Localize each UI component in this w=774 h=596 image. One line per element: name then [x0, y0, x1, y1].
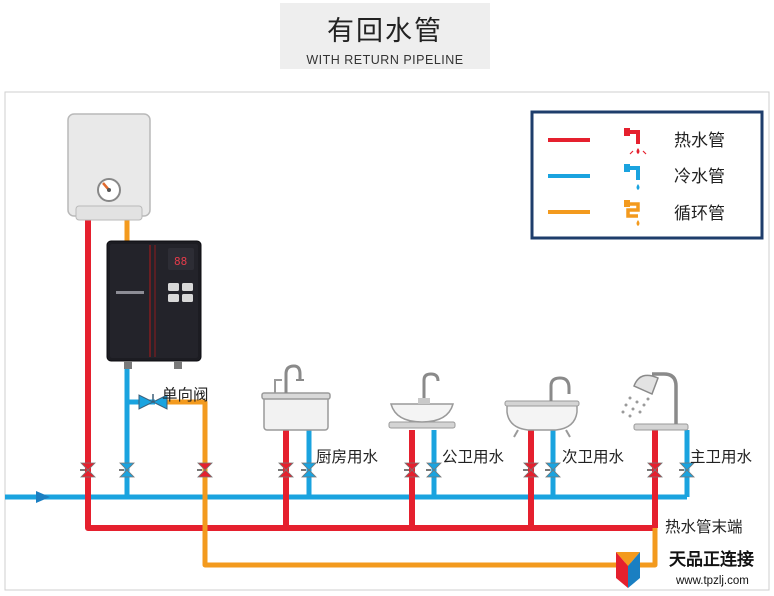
cold-supply-heater [124, 399, 155, 497]
valve-icon [426, 462, 442, 478]
valves [80, 462, 695, 478]
valve-icon [679, 462, 695, 478]
watermark-logo-icon [616, 552, 640, 588]
kitchen-sink-icon [261, 364, 331, 431]
basin-icon [388, 372, 456, 429]
kitchen-label: 厨房用水 [316, 448, 379, 466]
check-valve-label: 单向阀 [162, 386, 209, 404]
cold-faucet-icon [624, 164, 640, 190]
legend: 热水管 冷水管 循环管 [530, 110, 764, 240]
check-valve-icon [138, 394, 168, 410]
valve-icon [301, 462, 317, 478]
svg-text:88: 88 [174, 255, 187, 268]
title-box: 有回水管 WITH RETURN PIPELINE [280, 3, 490, 69]
bathtub-icon [504, 376, 580, 438]
diagram-frame [4, 91, 770, 591]
valve-icon [80, 462, 96, 478]
second-bath-label: 次卫用水 [562, 448, 625, 466]
circulation-faucet-icon [624, 200, 640, 226]
hot-pipe-end-label: 热水管末端 [665, 518, 743, 536]
legend-cold-label: 冷水管 [674, 167, 725, 187]
valve-icon [545, 462, 561, 478]
circulation-return-pipe [160, 399, 658, 568]
legend-hot-label: 热水管 [674, 131, 725, 151]
valve-icon [647, 462, 663, 478]
cold-inlet-arrow-icon [36, 491, 50, 503]
master-bath-label: 主卫用水 [690, 448, 753, 466]
valve-icon [523, 462, 539, 478]
water-heater [67, 113, 151, 221]
page-title: 有回水管 [327, 16, 443, 47]
pump-display-icon [168, 248, 194, 270]
public-bath-label: 公卫用水 [442, 448, 505, 466]
hot-main-pipe [85, 210, 655, 531]
hot-faucet-icon [624, 128, 647, 155]
legend-circulation-label: 循环管 [674, 204, 725, 224]
valve-icon [404, 462, 420, 478]
watermark: 天品正连接 www.tpzlj.com [616, 549, 754, 588]
valve-icon [119, 462, 135, 478]
shower-icon [621, 372, 689, 431]
valve-icon [197, 462, 213, 478]
circulation-pump: 88 [106, 240, 202, 369]
watermark-brand: 天品正连接 [669, 549, 754, 570]
watermark-url: www.tpzlj.com [675, 575, 749, 587]
page-subtitle: WITH RETURN PIPELINE [306, 53, 464, 67]
valve-icon [278, 462, 294, 478]
